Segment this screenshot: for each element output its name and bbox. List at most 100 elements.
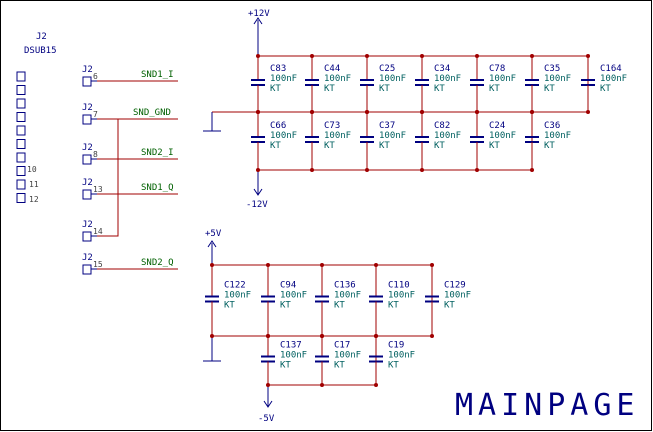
junction-dot: [266, 334, 270, 338]
junction-dot: [586, 110, 590, 114]
n5v-label: -5V: [258, 414, 275, 424]
cap-ref: C129: [444, 281, 466, 291]
cap-tolerance: KT: [600, 84, 611, 94]
ground-symbol-12v: [203, 112, 221, 132]
connector-pin-box: [16, 125, 26, 136]
cap-value: 100nF: [280, 351, 307, 361]
cap-value: 100nF: [379, 74, 406, 84]
pin-box: [82, 231, 92, 242]
cap-ref: C137: [280, 341, 302, 351]
cap-ref: C83: [270, 64, 286, 74]
junction-dot: [310, 110, 314, 114]
cap-ref: C73: [324, 121, 340, 131]
pin-box: [82, 76, 92, 87]
cap-ref: C164: [600, 64, 622, 74]
net-label: SND1_I: [141, 70, 174, 80]
cap-value: 100nF: [280, 291, 307, 301]
junction-dot: [475, 168, 479, 172]
cap-tolerance: KT: [270, 84, 281, 94]
cap-value: 100nF: [324, 74, 351, 84]
supply-5v-block: +5V -5V C122100nFKTC94100nFKTC136100nFKT…: [203, 229, 471, 424]
cap-value: 100nF: [324, 131, 351, 141]
junction-dot: [256, 110, 260, 114]
connector-pin-box: [16, 71, 26, 82]
junction-dot: [374, 383, 378, 387]
junction-dot: [586, 54, 590, 58]
junction-dot: [266, 263, 270, 267]
cap-tolerance: KT: [379, 141, 390, 151]
cap-tolerance: KT: [280, 361, 291, 371]
pin-number: 7: [93, 110, 98, 119]
junction-dot: [374, 334, 378, 338]
cap-tolerance: KT: [280, 301, 291, 311]
cap-tolerance: KT: [544, 141, 555, 151]
connector-pin-box: [16, 152, 26, 163]
cap-value: 100nF: [379, 131, 406, 141]
cap-ref: C25: [379, 64, 395, 74]
dsub15-connector[interactable]: J2 DSUB15 10 11 12: [16, 32, 57, 204]
n12v-arrow-symbol: [253, 170, 263, 196]
cap-value: 100nF: [270, 74, 297, 84]
cap-row-12v-top: C83100nFKTC44100nFKTC25100nFKTC34100nFKT…: [251, 54, 627, 114]
junction-dot: [374, 263, 378, 267]
snd-gnd-bus: [97, 118, 178, 237]
cap-ref: C17: [334, 341, 350, 351]
net-label: SND_GND: [133, 108, 171, 118]
cap-tolerance: KT: [324, 141, 335, 151]
cap-tolerance: KT: [379, 84, 390, 94]
p5v-arrow-symbol: [207, 240, 217, 265]
pin-number: 8: [93, 150, 98, 159]
junction-dot: [430, 334, 434, 338]
p5v-label: +5V: [205, 229, 222, 239]
cap-tolerance: KT: [489, 84, 500, 94]
cap-tolerance: KT: [434, 141, 445, 151]
junction-dot: [256, 54, 260, 58]
net-label: SND1_Q: [141, 183, 174, 193]
pin-number: 6: [93, 72, 98, 81]
connector-pin-stack: [16, 71, 26, 203]
cap-tolerance: KT: [434, 84, 445, 94]
pin-box: [82, 189, 92, 200]
cap-tolerance: KT: [224, 301, 235, 311]
cap-ref: C35: [544, 64, 560, 74]
pin-number: 13: [93, 185, 103, 194]
connector-part: DSUB15: [24, 46, 57, 56]
junction-dot: [420, 110, 424, 114]
connector-pin-box: [16, 193, 26, 203]
cap-value: 100nF: [388, 351, 415, 361]
cap-value: 100nF: [600, 74, 627, 84]
connector-pin-box: [16, 166, 26, 176]
cap-row-12v-bottom: C66100nFKTC73100nFKTC37100nFKTC82100nFKT…: [251, 110, 571, 172]
ground-symbol-5v: [203, 336, 221, 362]
junction-dot: [420, 168, 424, 172]
